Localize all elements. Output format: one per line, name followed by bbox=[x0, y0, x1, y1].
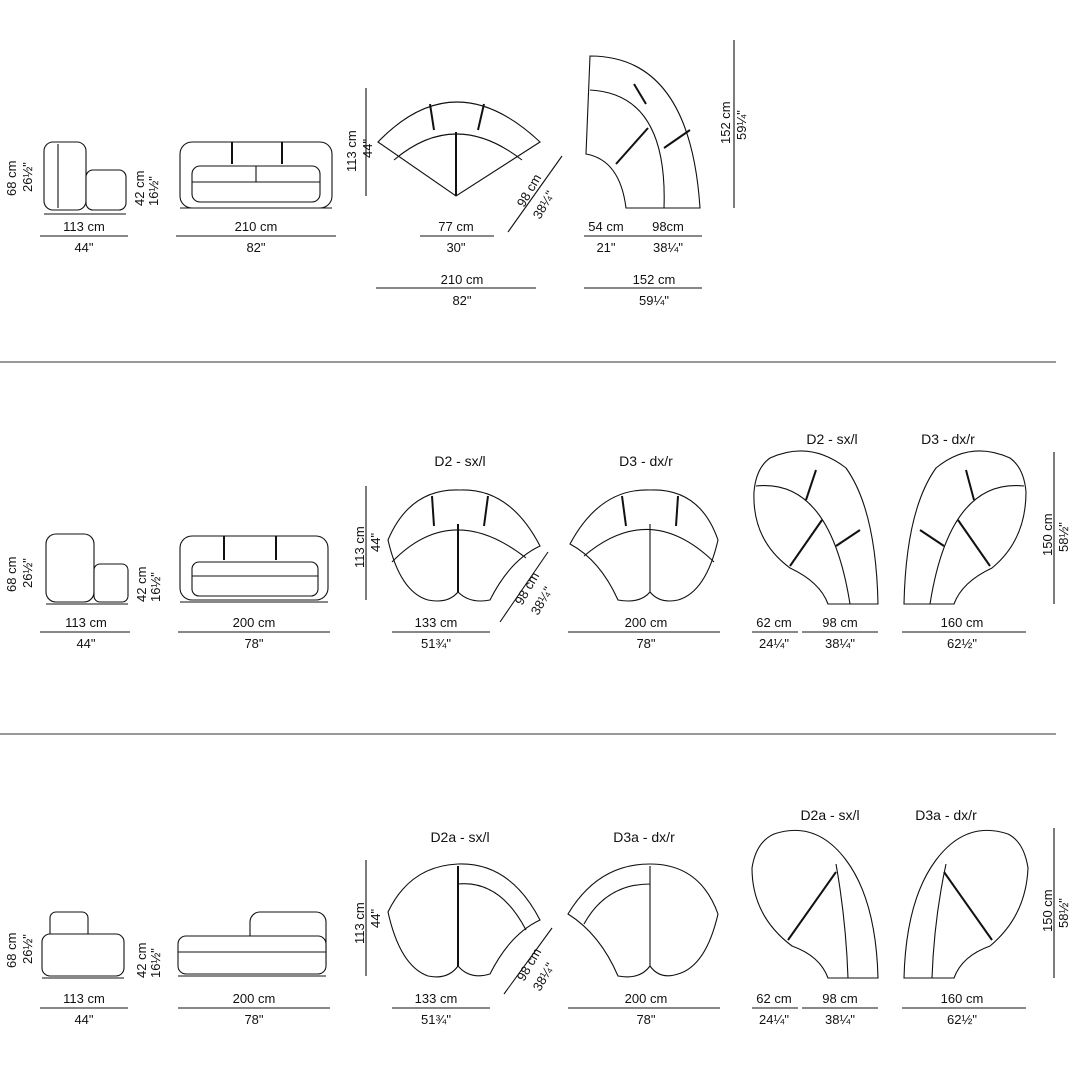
row2-d3-width-cm: 200 cm bbox=[625, 615, 668, 630]
row3-side-height-cm: 68 cm bbox=[4, 933, 19, 968]
row1-side-view: 68 cm 26½" 42 cm 16½" 113 cm 44" bbox=[4, 141, 161, 255]
row1: 68 cm 26½" 42 cm 16½" 113 cm 44" 210 cm … bbox=[4, 40, 749, 308]
row3-d2a-corner-a-in: 24¼" bbox=[759, 1012, 789, 1027]
row2-d2-label: D2 - sx/l bbox=[434, 453, 485, 469]
row2-d2-corner-a-cm: 62 cm bbox=[756, 615, 791, 630]
row3-d2a-label: D2a - sx/l bbox=[430, 829, 489, 845]
row1-corner-a-cm: 54 cm bbox=[588, 219, 623, 234]
row1-front-width-in: 82" bbox=[246, 240, 265, 255]
row2-d3-corner: D3 - dx/r 150 cm 58½" 160 cm 62½" bbox=[902, 431, 1071, 651]
row1-seat-height-in: 16½" bbox=[146, 176, 161, 206]
row3-d3a-curved: D3a - dx/r 200 cm 78" bbox=[567, 829, 720, 1027]
row2-d2-width-in: 51¾" bbox=[421, 636, 451, 651]
row1-corner-a-in: 21" bbox=[596, 240, 615, 255]
row1-curve-depth-in: 44" bbox=[360, 139, 375, 158]
row2-front-view: 200 cm 78" bbox=[178, 535, 330, 651]
row2-seat-height-in: 16½" bbox=[148, 572, 163, 602]
row3-d3a-corner-label: D3a - dx/r bbox=[915, 807, 977, 823]
row1-side-depth-cm: 113 cm bbox=[63, 219, 105, 234]
row2-d3-width-in: 78" bbox=[636, 636, 655, 651]
row2-d2-width-cm: 133 cm bbox=[415, 615, 458, 630]
row1-front-view: 210 cm 82" bbox=[176, 141, 336, 255]
row3-d3a-corner-width-in: 62½" bbox=[947, 1012, 977, 1027]
row3-d3a-corner-height-in: 58½" bbox=[1056, 898, 1071, 928]
row2-d2-corner: D2 - sx/l 62 cm 24¼" 98 cm 38¼" bbox=[752, 431, 879, 651]
row2-d3-corner-width-in: 62½" bbox=[947, 636, 977, 651]
row1-corner-width-cm: 152 cm bbox=[633, 272, 676, 287]
row2-front-width-in: 78" bbox=[244, 636, 263, 651]
row2-d3-corner-height-in: 58½" bbox=[1056, 522, 1071, 552]
row1-corner-top: 152 cm 59¼" 54 cm 21" 98cm 38¼" 152 cm 5… bbox=[584, 40, 749, 308]
row1-side-depth-in: 44" bbox=[74, 240, 93, 255]
row1-curve-inner-in: 30" bbox=[446, 240, 465, 255]
row3-d2a-corner-a-cm: 62 cm bbox=[756, 991, 791, 1006]
row2-d2-corner-a-in: 24¼" bbox=[759, 636, 789, 651]
row1-front-width-cm: 210 cm bbox=[235, 219, 278, 234]
row2-side-depth-cm: 113 cm bbox=[65, 615, 107, 630]
row2-side-depth-in: 44" bbox=[76, 636, 95, 651]
row2-d2-corner-label: D2 - sx/l bbox=[806, 431, 857, 447]
row3-seat-height-in: 16½" bbox=[148, 948, 163, 978]
row3-d2a-width-in: 51¾" bbox=[421, 1012, 451, 1027]
row1-curve-inner-cm: 77 cm bbox=[438, 219, 473, 234]
row3-front-width-cm: 200 cm bbox=[233, 991, 276, 1006]
row3-d2a-corner: D2a - sx/l 62 cm 24¼" 98 cm 38¼" bbox=[751, 807, 879, 1027]
row3-seat-height-cm: 42 cm bbox=[134, 943, 149, 978]
row1-side-height-cm: 68 cm bbox=[4, 161, 19, 196]
row3: 68 cm 26½" 42 cm 16½" 113 cm 44" 200 cm … bbox=[4, 807, 1071, 1027]
row1-curve-width-in: 82" bbox=[452, 293, 471, 308]
row3-d3a-corner-height-cm: 150 cm bbox=[1040, 889, 1055, 932]
row2-d2-depth-in: 44" bbox=[368, 533, 383, 552]
row3-d3a-corner: D3a - dx/r 150 cm 58½" 160 cm 62½" bbox=[902, 807, 1071, 1027]
row3-d2a-curved: D2a - sx/l 113 cm 44" 98 cm 38¼" 133 cm … bbox=[352, 829, 558, 1027]
row3-d3a-width-cm: 200 cm bbox=[625, 991, 668, 1006]
row3-side-depth-cm: 113 cm bbox=[63, 991, 105, 1006]
row2-seat-height-cm: 42 cm bbox=[134, 567, 149, 602]
row2-front-width-cm: 200 cm bbox=[233, 615, 276, 630]
row3-d2a-depth-in: 44" bbox=[368, 909, 383, 928]
row2-side-view: 68 cm 26½" 42 cm 16½" 113 cm 44" bbox=[4, 533, 163, 651]
row3-d2a-depth-cm: 113 cm bbox=[352, 902, 367, 944]
row3-side-depth-in: 44" bbox=[74, 1012, 93, 1027]
row2-d3-corner-width-cm: 160 cm bbox=[941, 615, 984, 630]
row2-d2-corner-b-cm: 98 cm bbox=[822, 615, 857, 630]
row1-side-height-in: 26½" bbox=[20, 162, 35, 192]
row2-d2-depth-cm: 113 cm bbox=[352, 526, 367, 568]
row1-curve-depth-cm: 113 cm bbox=[344, 130, 359, 172]
row3-front-width-in: 78" bbox=[244, 1012, 263, 1027]
row1-corner-width-in: 59¼" bbox=[639, 293, 669, 308]
row3-front-view: 200 cm 78" bbox=[177, 911, 330, 1027]
row2-d3-corner-height-cm: 150 cm bbox=[1040, 513, 1055, 556]
row3-side-view: 68 cm 26½" 42 cm 16½" 113 cm 44" bbox=[4, 911, 163, 1027]
row3-d3a-label: D3a - dx/r bbox=[613, 829, 675, 845]
row2-side-height-in: 26½" bbox=[20, 558, 35, 588]
row1-curved-sofa-top: 113 cm 44" 77 cm 30" 98 cm 38¼" 210 cm 8… bbox=[344, 88, 563, 308]
row1-corner-b-cm: 98cm bbox=[652, 219, 684, 234]
row1-corner-b-in: 38¼" bbox=[653, 240, 683, 255]
row3-d2a-corner-b-in: 38¼" bbox=[825, 1012, 855, 1027]
row2: 68 cm 26½" 42 cm 16½" 113 cm 44" 200 cm … bbox=[4, 431, 1071, 651]
row3-d2a-corner-label: D2a - sx/l bbox=[800, 807, 859, 823]
row2-d2-corner-b-in: 38¼" bbox=[825, 636, 855, 651]
row1-seat-height-cm: 42 cm bbox=[132, 171, 147, 206]
row3-d2a-width-cm: 133 cm bbox=[415, 991, 458, 1006]
row2-d3-corner-label: D3 - dx/r bbox=[921, 431, 975, 447]
row3-d3a-width-in: 78" bbox=[636, 1012, 655, 1027]
row1-corner-height-cm: 152 cm bbox=[718, 101, 733, 144]
row2-side-height-cm: 68 cm bbox=[4, 557, 19, 592]
row2-d3-curved: D3 - dx/r 200 cm 78" bbox=[568, 453, 720, 651]
row3-d3a-corner-width-cm: 160 cm bbox=[941, 991, 984, 1006]
row1-corner-height-in: 59¼" bbox=[734, 110, 749, 140]
row1-curve-width-cm: 210 cm bbox=[441, 272, 484, 287]
row3-side-height-in: 26½" bbox=[20, 934, 35, 964]
row3-d2a-corner-b-cm: 98 cm bbox=[822, 991, 857, 1006]
row2-d2-curved: D2 - sx/l 113 cm 44" 98 cm 38¼" 133 cm 5… bbox=[352, 453, 556, 651]
row2-d3-label: D3 - dx/r bbox=[619, 453, 673, 469]
